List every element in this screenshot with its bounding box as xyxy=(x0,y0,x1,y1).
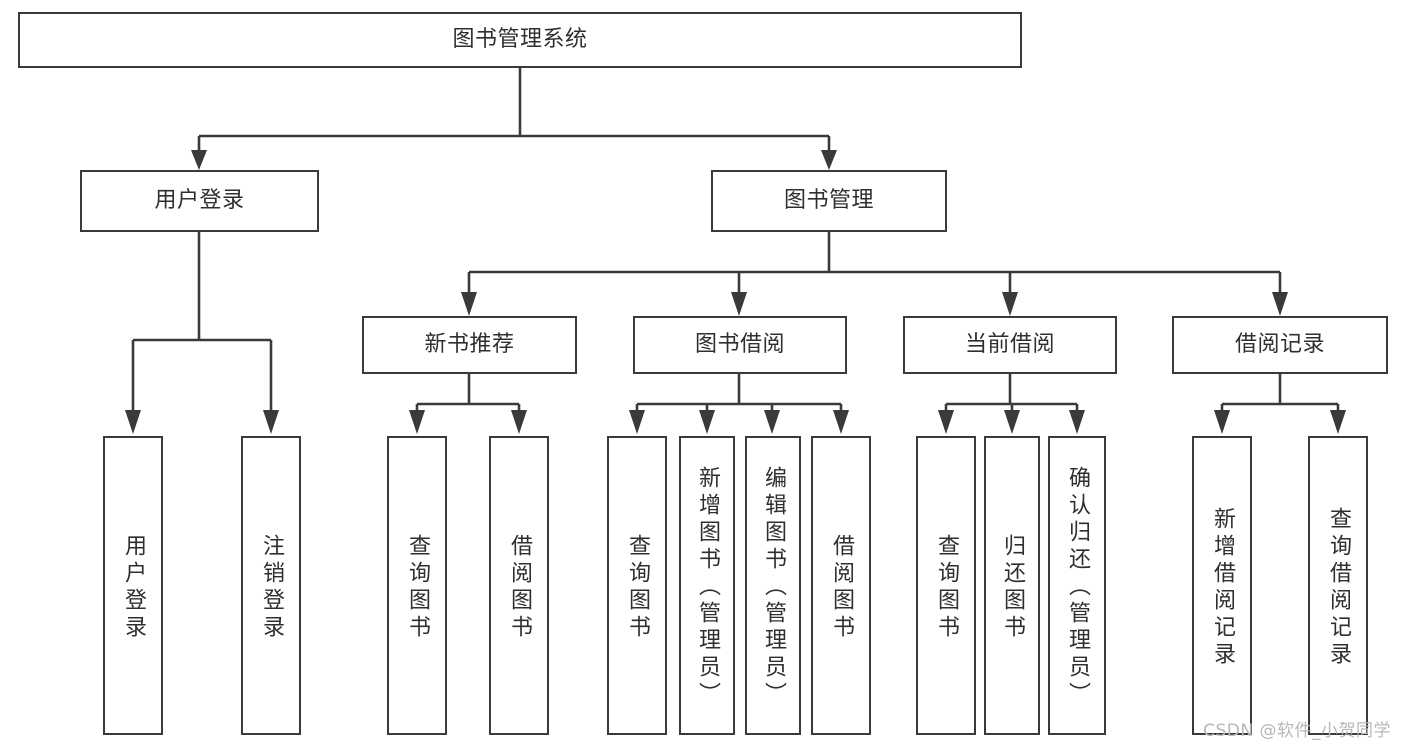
arrow-record-l1 xyxy=(1214,410,1230,434)
node-label: 编辑图书（管理员） xyxy=(761,466,786,709)
arrow-to-user-login xyxy=(191,150,207,170)
arrow-to-new-book xyxy=(461,292,477,316)
node-root-system[interactable]: 图书管理系统 xyxy=(18,12,1022,68)
leaf-record-query[interactable]: 查询借阅记录 xyxy=(1308,436,1368,735)
arrow-borrow-l1 xyxy=(629,410,645,434)
node-label: 注销登录 xyxy=(259,533,284,642)
node-borrow-record[interactable]: 借阅记录 xyxy=(1172,316,1388,374)
node-label: 用户登录 xyxy=(121,533,146,642)
arrow-current-l3 xyxy=(1069,410,1085,434)
node-label: 图书借阅 xyxy=(694,332,785,358)
leaf-new-book-borrow[interactable]: 借阅图书 xyxy=(489,436,549,735)
node-label: 确认归还（管理员） xyxy=(1065,466,1090,709)
arrow-borrow-l3 xyxy=(764,410,780,434)
node-label: 查询图书 xyxy=(625,533,650,642)
node-label: 借阅记录 xyxy=(1234,332,1325,358)
arrow-record-l2 xyxy=(1330,410,1346,434)
leaf-record-add[interactable]: 新增借阅记录 xyxy=(1192,436,1252,735)
arrow-newbook-l1 xyxy=(409,410,425,434)
node-label: 归还图书 xyxy=(1000,533,1025,642)
arrow-to-record xyxy=(1272,292,1288,316)
arrow-to-book-manage xyxy=(821,150,837,170)
node-user-login[interactable]: 用户登录 xyxy=(80,170,319,232)
arrow-current-l1 xyxy=(938,410,954,434)
leaf-new-book-query[interactable]: 查询图书 xyxy=(387,436,447,735)
arrow-newbook-l2 xyxy=(511,410,527,434)
leaf-borrow-borrow-book[interactable]: 借阅图书 xyxy=(811,436,871,735)
leaf-current-return-book[interactable]: 归还图书 xyxy=(984,436,1040,735)
leaf-user-login-login[interactable]: 用户登录 xyxy=(103,436,163,735)
node-label: 查询图书 xyxy=(405,533,430,642)
node-label: 借阅图书 xyxy=(507,533,532,642)
node-label: 用户登录 xyxy=(154,188,245,214)
node-book-borrow[interactable]: 图书借阅 xyxy=(633,316,847,374)
node-label: 查询借阅记录 xyxy=(1326,506,1351,669)
node-label: 查询图书 xyxy=(934,533,959,642)
arrow-to-borrow xyxy=(731,292,747,316)
node-label: 新书推荐 xyxy=(424,332,515,358)
arrow-current-l2 xyxy=(1004,410,1020,434)
leaf-current-confirm-return[interactable]: 确认归还（管理员） xyxy=(1048,436,1106,735)
node-label: 图书管理 xyxy=(783,188,874,214)
node-label: 当前借阅 xyxy=(964,332,1055,358)
node-label: 新增图书（管理员） xyxy=(695,466,720,709)
node-current-borrow[interactable]: 当前借阅 xyxy=(903,316,1117,374)
node-label: 新增借阅记录 xyxy=(1210,506,1235,669)
node-new-book-recommend[interactable]: 新书推荐 xyxy=(362,316,577,374)
node-label: 借阅图书 xyxy=(829,533,854,642)
arrow-userlogin-l2 xyxy=(263,410,279,434)
leaf-borrow-edit-book[interactable]: 编辑图书（管理员） xyxy=(745,436,801,735)
leaf-user-login-logout[interactable]: 注销登录 xyxy=(241,436,301,735)
node-label: 图书管理系统 xyxy=(452,27,588,53)
csdn-watermark: CSDN @软件_小贺同学 xyxy=(1203,721,1391,741)
leaf-current-query-book[interactable]: 查询图书 xyxy=(916,436,976,735)
arrow-to-current xyxy=(1002,292,1018,316)
leaf-borrow-query-book[interactable]: 查询图书 xyxy=(607,436,667,735)
node-book-management[interactable]: 图书管理 xyxy=(711,170,947,232)
arrow-borrow-l2 xyxy=(699,410,715,434)
leaf-borrow-add-book[interactable]: 新增图书（管理员） xyxy=(679,436,735,735)
arrow-userlogin-l1 xyxy=(125,410,141,434)
arrow-borrow-l4 xyxy=(833,410,849,434)
